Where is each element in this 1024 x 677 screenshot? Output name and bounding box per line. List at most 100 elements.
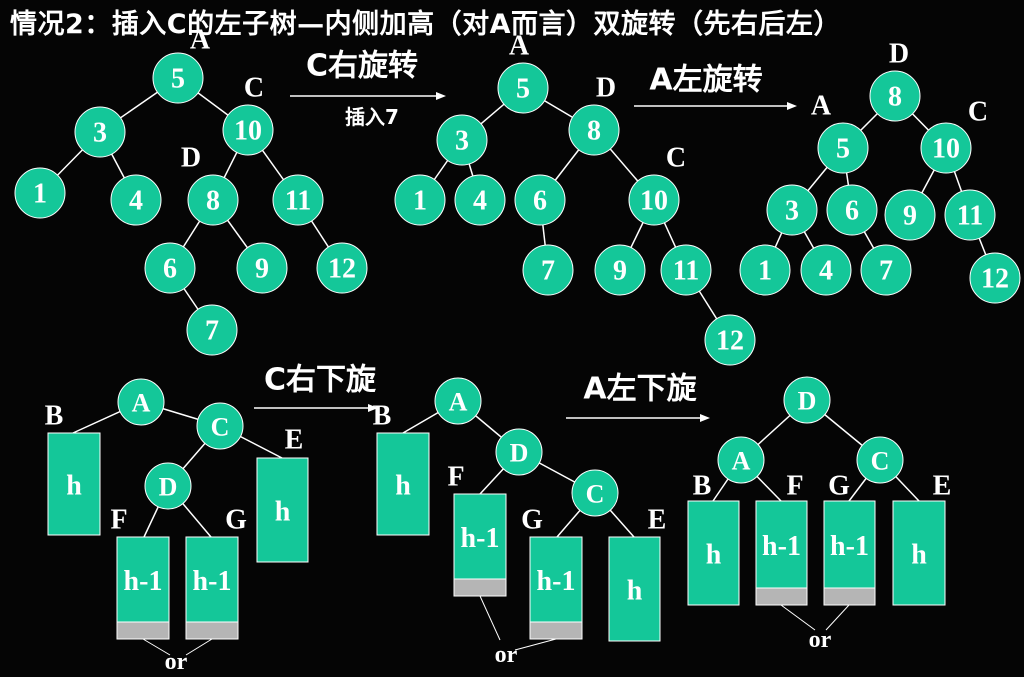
tree3-node-7 [860,244,912,296]
d1-subtree-F-gray [116,621,170,640]
d2-or-line-2 [514,638,557,651]
step1-label: C右旋转 [306,49,418,84]
d2-node-A [434,377,482,425]
tree2-node-10-label: 10 [640,186,668,217]
d1-letter-E: E [285,425,304,456]
d1-subtree-G-gray [185,621,239,640]
tree1-node-11-label: 11 [285,186,311,217]
tree2-node-11-label: 11 [673,256,699,287]
tree2-node-7-label: 7 [541,256,555,287]
tree2-node-9 [594,244,646,296]
tree2-node-5 [497,62,549,114]
tree3-node-3-label: 3 [785,196,799,227]
tree2-node-11 [660,244,712,296]
tree3-node-1 [739,244,791,296]
tree2-node-4-label: 4 [473,186,487,217]
tree3-node-12 [969,252,1021,304]
d3-subtree-B-box [687,500,740,606]
d3-or-line-1 [780,604,816,631]
d2-node-C-label: C [586,480,605,509]
d1-node-D-label: D [159,473,178,502]
tree2-tag-C: C [666,143,686,174]
d2-subtree-F-box [453,493,507,580]
tree2-node-12-label: 12 [716,326,744,357]
d1-subtree-E-height-label: h [275,497,291,528]
d1-letter-F: F [110,505,127,536]
tree1-tag-D: D [181,143,201,174]
d2-subtree-B-height-label: h [395,471,411,502]
d3-or-line-2 [825,604,850,631]
tree3-node-1-label: 1 [758,256,772,287]
step2-arrow-head [787,102,797,110]
tree3-node-10-label: 10 [932,134,960,165]
tree2-node-8-label: 8 [587,116,601,147]
tree2-node-4 [454,174,506,226]
d2-letter-G: G [521,505,543,536]
step1-arrow-head [436,92,446,100]
tree2-node-10 [628,174,680,226]
d3-letter-E: E [933,471,952,502]
tree2-node-9-label: 9 [613,256,627,287]
d1-subtree-B-box [47,432,101,536]
tree2-node-5-label: 5 [516,74,530,105]
tree2-tag-A: A [509,31,530,62]
tree1-node-8-label: 8 [206,186,220,217]
d2-subtree-F-gray [453,578,507,597]
tree2-node-8 [568,104,620,156]
tree3-node-9-label: 9 [903,201,917,232]
d1-letter-B: B [45,401,64,432]
step4-arrow-head [700,414,710,422]
d2-or-label: or [495,642,518,668]
tree2-tag-D: D [596,73,616,104]
d3-subtree-F-box [755,500,808,589]
d2-subtree-E-height-label: h [627,576,643,607]
tree3-node-5 [817,122,869,174]
d1-node-C-label: C [211,413,230,442]
step3-label: C右下旋 [264,363,376,398]
tree2-node-3-label: 3 [455,126,469,157]
tree1-node-6 [144,242,196,294]
tree2-node-7 [522,244,574,296]
tree1-node-3-label: 3 [93,118,107,149]
tree3-tag-C: C [968,97,988,128]
tree3-node-4 [800,244,852,296]
d3-letter-F: F [786,471,803,502]
tree2-node-6-label: 6 [533,186,547,217]
d2-node-A-label: A [449,388,468,417]
tree1-node-11 [272,174,324,226]
d1-or-line-1 [142,638,171,656]
d1-node-C [196,402,244,450]
tree1-node-8 [187,174,239,226]
step2-label: A左旋转 [649,63,762,98]
d1-subtree-B-height-label: h [66,471,82,502]
d2-subtree-F-height-label: h-1 [461,523,500,554]
step4-label: A左下旋 [583,372,696,407]
tree1-node-4-label: 4 [129,186,143,217]
d3-node-D [783,376,831,424]
tree1-node-5 [152,52,204,104]
d1-node-D [144,462,192,510]
tree1-node-1-label: 1 [33,179,47,210]
d1-subtree-E-box [256,457,309,563]
d3-subtree-G-height-label: h-1 [830,531,869,562]
tree1-tag-C: C [244,73,264,104]
tree1-node-1 [14,167,66,219]
step1-sublabel: 插入7 [345,105,399,129]
d1-node-A [117,378,165,426]
tree1-node-12 [316,242,368,294]
d2-letter-F: F [447,462,464,493]
tree1-node-4 [110,174,162,226]
d3-subtree-B-height-label: h [706,540,722,571]
d3-letter-G: G [828,471,850,502]
tree3-node-11 [944,189,996,241]
d1-node-A-label: A [132,389,151,418]
tree3-node-6 [826,184,878,236]
tree1-node-5-label: 5 [171,64,185,95]
d2-subtree-G-gray [529,621,583,640]
tree1-node-6-label: 6 [163,254,177,285]
tree3-node-5-label: 5 [836,134,850,165]
tree3-node-12-label: 12 [981,264,1009,295]
tree2-node-1-label: 1 [413,186,427,217]
d2-letter-E: E [648,505,667,536]
